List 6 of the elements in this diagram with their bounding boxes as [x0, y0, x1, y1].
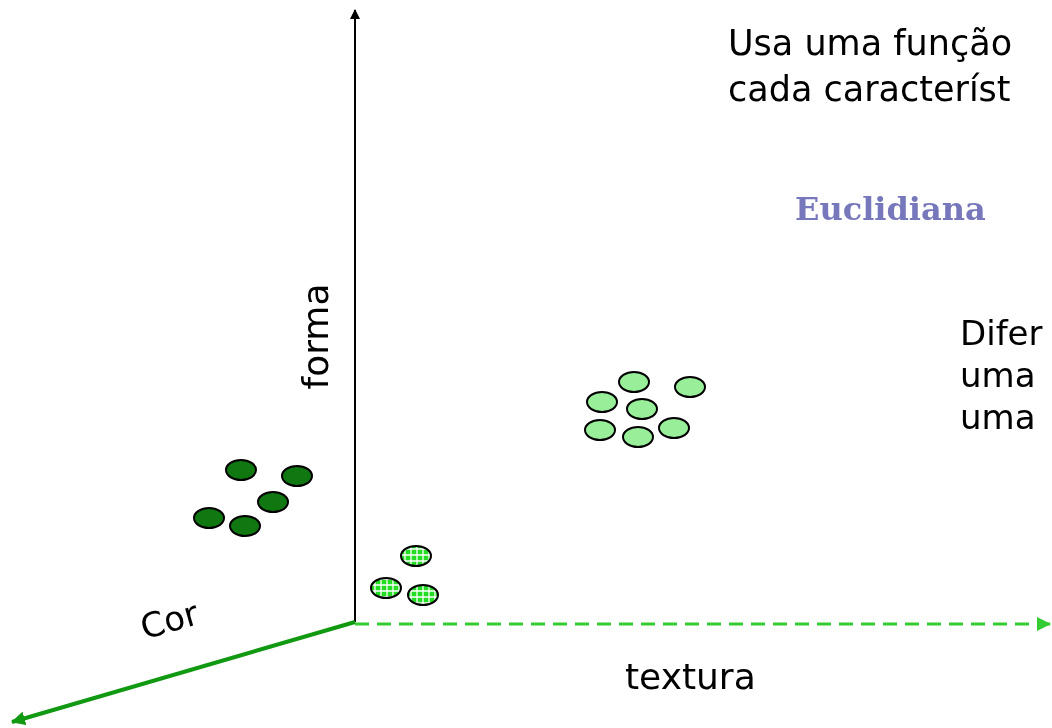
axis-label: Cor: [135, 592, 203, 648]
description-text: Difer uma uma: [960, 312, 1044, 438]
description-text: Usa uma função cada característ: [728, 22, 1014, 111]
axis-label: forma: [294, 283, 336, 390]
heading-text: Euclidiana: [795, 190, 986, 228]
axis-label: textura: [625, 656, 756, 697]
